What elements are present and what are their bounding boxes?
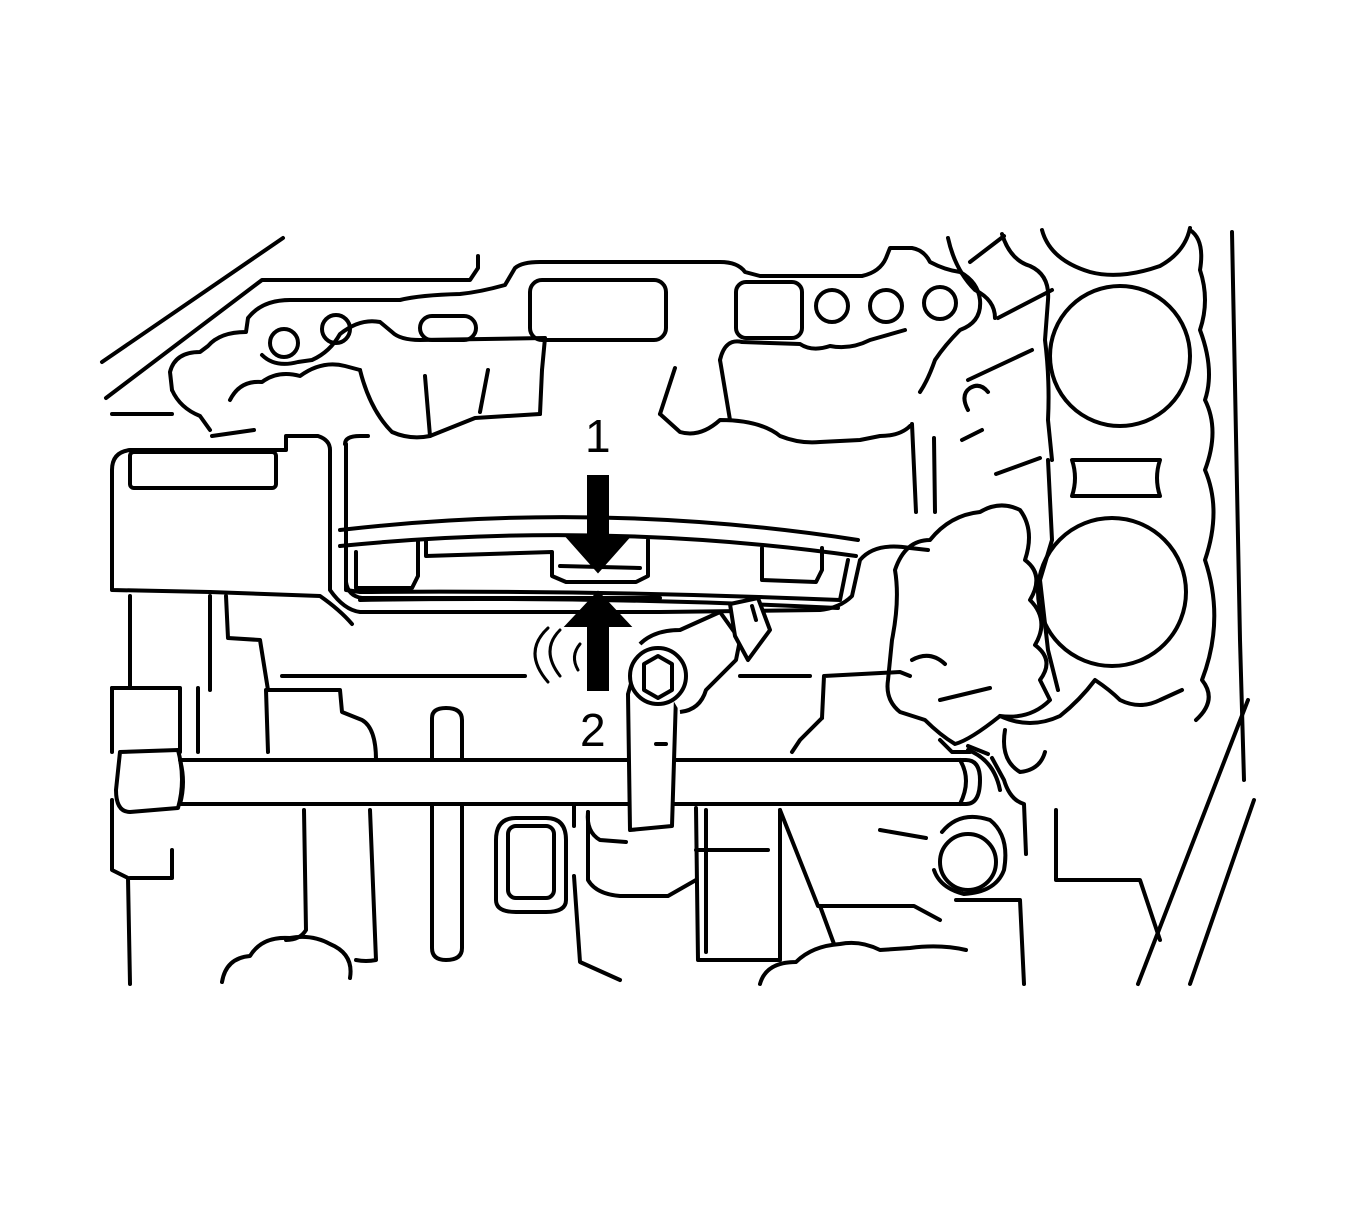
callout-arrow-2 <box>563 590 633 691</box>
lower-housing-left <box>110 594 622 986</box>
callout-arrow-1 <box>563 475 633 574</box>
roller-motion-marks <box>533 626 582 684</box>
callout-label-2: 2 <box>580 704 606 756</box>
callout-label-1: 1 <box>585 410 611 462</box>
gasket-plate <box>168 246 983 445</box>
detent-lever <box>626 596 772 832</box>
housing-left-edge <box>100 236 480 438</box>
casting-blob <box>885 503 1184 774</box>
manual-shaft <box>114 748 1002 814</box>
gasket-holes <box>268 278 958 359</box>
valve-ports <box>494 798 782 962</box>
lower-housing-right <box>738 670 1256 986</box>
right-bore-plate <box>946 226 1246 782</box>
